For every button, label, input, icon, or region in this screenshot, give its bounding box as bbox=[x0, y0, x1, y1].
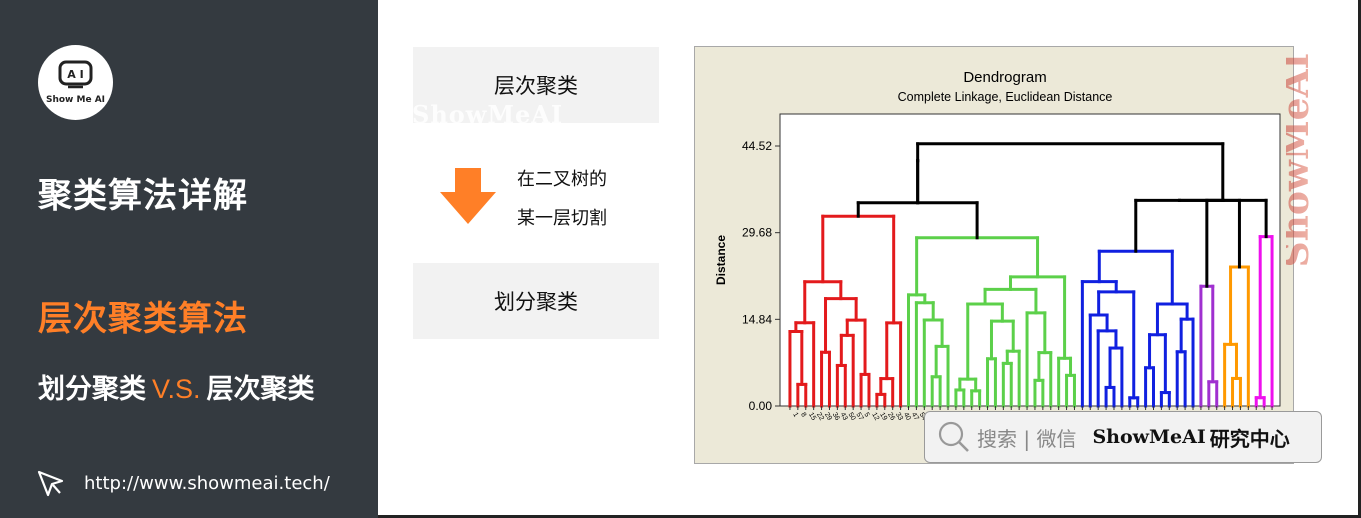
svg-text:A I: A I bbox=[67, 68, 83, 81]
website-link[interactable]: http://www.showmeai.tech/ bbox=[36, 468, 330, 498]
step-line-2: 某一层切割 bbox=[517, 208, 607, 229]
dendrogram-svg: Dendrogram Complete Linkage, Euclidean D… bbox=[714, 69, 1283, 422]
topic-title: 层次聚类算法 bbox=[38, 299, 248, 339]
logo-text: Show Me AI bbox=[45, 95, 106, 105]
wechat-search-card: 搜索 | 微信 ShowMeAI 研究中心 bbox=[924, 411, 1322, 463]
y-axis-label: Distance bbox=[714, 235, 728, 285]
x-tick-label: 22 bbox=[815, 412, 825, 422]
step-line-1: 在二叉树的 bbox=[517, 169, 607, 190]
y-tick-label: 14.84 bbox=[742, 312, 772, 326]
right-border bbox=[1358, 0, 1361, 518]
website-url[interactable]: http://www.showmeai.tech/ bbox=[84, 472, 330, 494]
down-arrow-icon bbox=[440, 168, 496, 224]
plot-area bbox=[779, 113, 1281, 407]
x-tick-label: 43 bbox=[839, 412, 849, 422]
x-tick-label: 36 bbox=[831, 412, 841, 422]
x-tick-label: 8 bbox=[799, 412, 807, 419]
x-tick-label: 50 bbox=[847, 412, 857, 422]
section-title: 聚类算法详解 bbox=[38, 176, 248, 216]
x-tick-label: 54 bbox=[918, 412, 928, 422]
x-tick-label: 47 bbox=[910, 412, 920, 422]
x-tick-label: 12 bbox=[870, 412, 880, 422]
subtopic-left: 划分聚类 bbox=[38, 374, 146, 405]
x-tick-label: 19 bbox=[878, 412, 888, 422]
x-tick-label: 40 bbox=[902, 412, 912, 422]
x-tick-label: 29 bbox=[823, 412, 833, 422]
y-tick-label: 29.68 bbox=[742, 226, 772, 240]
showmeai-logo: A I Show Me AI bbox=[38, 45, 113, 120]
search-placeholder: 搜索 | 微信 bbox=[977, 426, 1077, 451]
partition-clustering-box: 划分聚类 bbox=[413, 263, 659, 339]
x-tick-label: 26 bbox=[886, 412, 896, 422]
vertical-watermark-text: ShowMeAI bbox=[1286, 53, 1317, 268]
y-tick-label: 44.52 bbox=[742, 139, 772, 153]
showmeai-watermark: ShowMeAI bbox=[412, 100, 564, 129]
x-tick-label: 1 bbox=[791, 412, 799, 419]
partition-clustering-label: 划分聚类 bbox=[494, 290, 578, 314]
dendrogram-chart: Dendrogram Complete Linkage, Euclidean D… bbox=[694, 46, 1294, 464]
cursor-icon bbox=[37, 470, 64, 497]
x-tick-label: 57 bbox=[854, 412, 864, 422]
hierarchical-clustering-label: 层次聚类 bbox=[494, 74, 578, 98]
brand-name-en: ShowMeAI bbox=[1092, 426, 1206, 448]
showmeai-vertical-watermark: ShowMeAI bbox=[1286, 53, 1317, 268]
chart-subtitle: Complete Linkage, Euclidean Distance bbox=[898, 90, 1113, 104]
brand-name-cn: 研究中心 bbox=[1209, 426, 1290, 451]
bottom-border bbox=[378, 515, 1361, 518]
subtopic-vs: V.S. bbox=[152, 374, 201, 404]
x-tick-label: 15 bbox=[807, 412, 817, 422]
search-icon bbox=[938, 421, 969, 452]
hierarchical-clustering-box: 层次聚类 bbox=[413, 47, 659, 123]
x-tick-label: 33 bbox=[894, 412, 904, 422]
y-tick-label: 0.00 bbox=[749, 399, 773, 413]
subtopic-right: 层次聚类 bbox=[206, 374, 315, 405]
x-tick-label: 5 bbox=[862, 412, 870, 419]
chart-title: Dendrogram bbox=[963, 69, 1046, 86]
step-description: 在二叉树的 某一层切割 bbox=[517, 160, 607, 238]
